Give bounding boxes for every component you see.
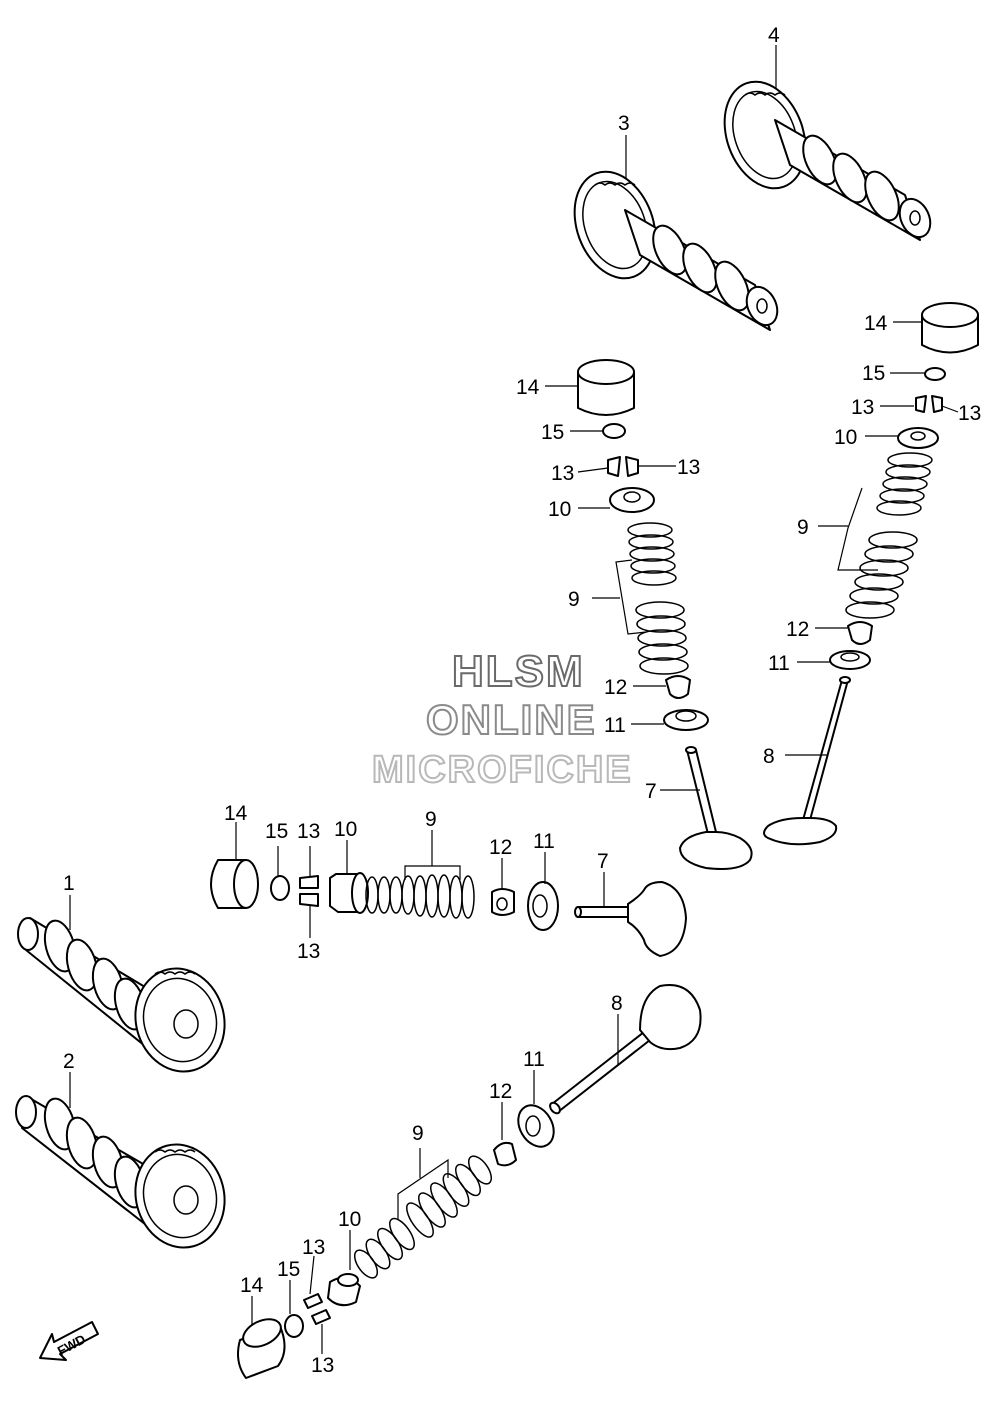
callout-15-upper: 15 xyxy=(541,421,564,444)
retainer-part-10-lower xyxy=(327,1273,361,1307)
callout-14-lower: 14 xyxy=(240,1274,264,1297)
cotter-part-13-middle xyxy=(299,875,319,907)
callout-15-lower: 15 xyxy=(277,1258,300,1281)
valve-part-7-middle xyxy=(574,881,687,957)
callout-10-right: 10 xyxy=(834,426,857,449)
seal-part-12-middle xyxy=(491,888,515,916)
watermark-line-3: MICROFICHE xyxy=(372,749,633,791)
valve-part-8-right xyxy=(763,676,851,846)
fwd-label: FWD xyxy=(55,1331,88,1358)
callout-13-right-b: 13 xyxy=(958,402,981,425)
shim-part-15-lower xyxy=(284,1314,304,1338)
shim-part-15-right xyxy=(924,367,946,381)
tappet-part-14-middle xyxy=(210,859,259,909)
tappet-part-14-right xyxy=(921,302,979,354)
callout-14-right: 14 xyxy=(864,312,888,335)
callout-9-upper: 9 xyxy=(568,588,580,611)
callout-7-upper: 7 xyxy=(645,780,657,803)
callout-11-right: 11 xyxy=(768,652,790,675)
callout-10-upper: 10 xyxy=(548,498,571,521)
callout-13-upper-a: 13 xyxy=(551,462,574,485)
watermark-line-2: ONLINE xyxy=(426,696,597,743)
retainer-part-10-middle xyxy=(329,872,369,914)
callout-10-lower: 10 xyxy=(338,1208,361,1231)
tappet-part-14-lower xyxy=(237,1318,286,1379)
callout-13-middle-a: 13 xyxy=(297,820,320,843)
callout-9-lower: 9 xyxy=(412,1122,424,1145)
callout-14-middle: 14 xyxy=(224,802,248,825)
retainer-part-10-right xyxy=(897,427,939,449)
valve-part-8-lower xyxy=(549,984,702,1115)
callout-13-middle-b: 13 xyxy=(297,940,320,963)
callout-12-right: 12 xyxy=(786,618,809,641)
callout-13-lower-a: 13 xyxy=(302,1236,325,1259)
callout-10-middle: 10 xyxy=(334,818,357,841)
camshaft-part-1 xyxy=(17,917,226,1073)
valve-part-7-upper xyxy=(679,746,753,870)
callout-13-upper-b: 13 xyxy=(677,456,700,479)
callout-8-right: 8 xyxy=(763,745,775,768)
callout-11-middle: 11 xyxy=(533,830,555,853)
seal-part-12-right xyxy=(847,621,873,645)
callout-1: 1 xyxy=(63,872,75,895)
callout-4: 4 xyxy=(768,24,780,47)
callout-12-upper: 12 xyxy=(604,676,627,699)
callout-7-middle: 7 xyxy=(597,850,609,873)
cotter-part-13-right xyxy=(915,395,943,413)
valve-spring-part-9-middle xyxy=(365,874,475,919)
valve-spring-part-9-upper xyxy=(627,522,689,675)
callout-13-right-a: 13 xyxy=(851,396,874,419)
callout-15-right: 15 xyxy=(862,362,885,385)
spring-seat-part-11-right xyxy=(829,650,871,670)
spring-seat-part-11-middle xyxy=(527,881,559,931)
callout-13-lower-b: 13 xyxy=(311,1354,334,1377)
cotter-part-13-lower xyxy=(303,1293,331,1325)
callout-3: 3 xyxy=(618,112,630,135)
camshaft-part-2 xyxy=(15,1095,226,1249)
spring-seat-part-11-lower xyxy=(517,1104,555,1148)
watermark-line-1: HLSM xyxy=(452,647,585,696)
callout-8-lower: 8 xyxy=(611,992,623,1015)
callout-12-middle: 12 xyxy=(489,836,512,859)
cotter-part-13-upper xyxy=(607,456,639,477)
tappet-part-14-upper xyxy=(577,359,635,416)
seal-part-12-lower xyxy=(493,1141,517,1167)
retainer-part-10-upper xyxy=(609,487,655,513)
callout-14-upper: 14 xyxy=(516,376,540,399)
callout-12-lower: 12 xyxy=(489,1080,512,1103)
callout-11-upper: 11 xyxy=(604,714,626,737)
fwd-arrow-icon: FWD xyxy=(39,1321,99,1361)
seal-part-12-upper xyxy=(665,675,691,699)
shim-part-15-middle xyxy=(270,875,290,901)
camshaft-part-4 xyxy=(723,80,932,241)
callout-9-right: 9 xyxy=(797,516,809,539)
valve-spring-part-9-right xyxy=(845,452,933,619)
valve-spring-part-9-lower xyxy=(353,1155,493,1279)
callout-11-lower: 11 xyxy=(523,1048,545,1071)
callout-15-middle: 15 xyxy=(265,820,288,843)
shim-part-15-upper xyxy=(602,423,626,439)
callout-2: 2 xyxy=(63,1050,75,1073)
spring-seat-part-11-upper xyxy=(663,709,709,731)
watermark: HLSM ONLINE MICROFICHE xyxy=(371,646,633,792)
callout-9-middle: 9 xyxy=(425,808,437,831)
camshaft-part-3 xyxy=(573,170,779,331)
